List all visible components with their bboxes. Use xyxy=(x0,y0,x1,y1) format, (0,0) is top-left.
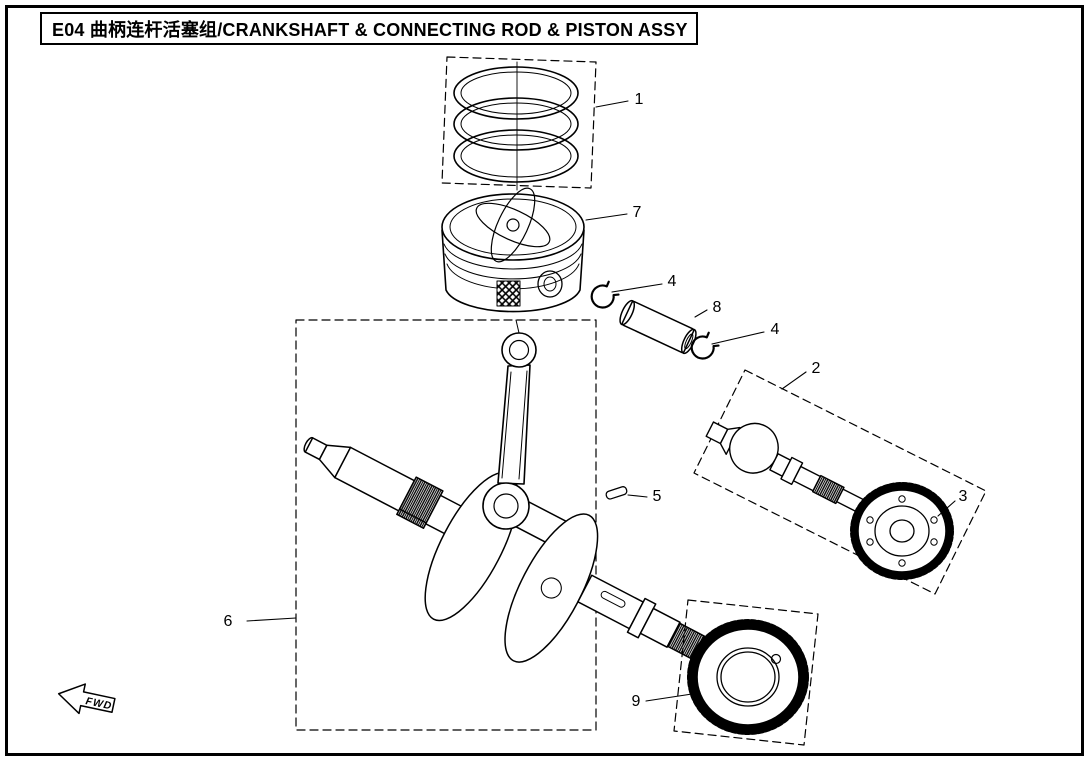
circlip-right xyxy=(690,331,720,360)
leader-lines xyxy=(246,100,956,702)
fwd-arrow-label: FWD xyxy=(84,695,113,712)
fwd-arrow: FWD xyxy=(57,683,116,715)
key xyxy=(605,486,628,500)
callout-3: 3 xyxy=(958,488,968,505)
callout-9: 9 xyxy=(631,693,641,710)
drive-gear xyxy=(687,619,809,735)
balance-gear xyxy=(850,482,954,580)
callout-7: 7 xyxy=(632,204,642,221)
callout-1: 1 xyxy=(634,91,644,108)
circlip-left xyxy=(590,280,620,309)
callout-6: 6 xyxy=(223,613,233,630)
callout-2: 2 xyxy=(811,360,821,377)
callout-4b: 4 xyxy=(770,321,780,338)
piston-pin xyxy=(619,299,697,355)
connecting-rod xyxy=(482,332,537,530)
page-title: E04 曲柄连杆活塞组/CRANKSHAFT & CONNECTING ROD … xyxy=(40,12,698,45)
piston-rings xyxy=(453,66,579,183)
piston xyxy=(441,187,585,334)
callout-5: 5 xyxy=(652,488,662,505)
group-box-drive-gear xyxy=(673,599,819,746)
group-box-rings xyxy=(441,56,597,189)
crankshaft xyxy=(303,436,712,663)
callout-4a: 4 xyxy=(667,273,677,290)
callout-8: 8 xyxy=(712,299,722,316)
group-box-crankshaft xyxy=(295,319,597,731)
